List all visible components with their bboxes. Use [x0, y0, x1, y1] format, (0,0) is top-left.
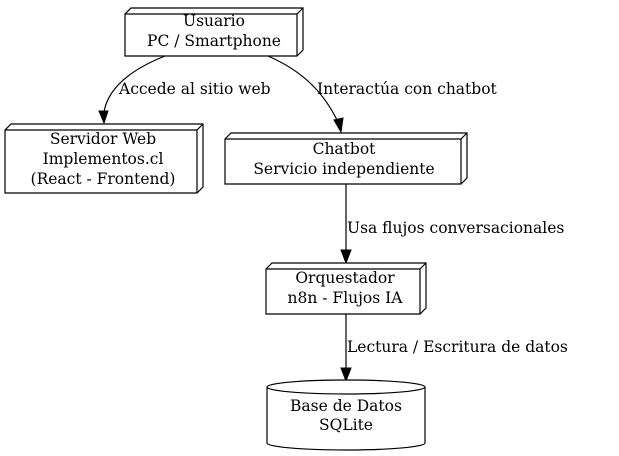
node-chatbot-line1: Chatbot [313, 140, 377, 158]
edge-usuario-chatbot [267, 55, 344, 134]
node-usuario-line2: PC / Smartphone [147, 32, 281, 50]
node-usuario-line1: Usuario [183, 12, 245, 30]
edge-orquestador-base [340, 314, 352, 383]
node-orquestador-line2: n8n - Flujos IA [288, 289, 404, 307]
node-usuario: Usuario PC / Smartphone [124, 7, 304, 57]
edge-label-interactua: Interactúa con chatbot [317, 80, 498, 98]
node-base-line2: SQLite [319, 416, 373, 434]
node-base-line1: Base de Datos [290, 397, 402, 415]
edge-usuario-servidor [98, 55, 166, 125]
node-servidor-line1: Servidor Web [50, 130, 156, 148]
node-servidor-line3: (React - Frontend) [31, 170, 176, 188]
node-orquestador-line1: Orquestador [295, 269, 395, 287]
node-base-de-datos: Base de Datos SQLite [266, 379, 426, 451]
node-servidor-web: Servidor Web Implementos.cl (React - Fro… [4, 123, 204, 194]
edge-label-accede: Accede al sitio web [118, 80, 271, 98]
edge-chatbot-orquestador [340, 184, 352, 265]
node-chatbot: Chatbot Servicio independiente [224, 132, 468, 185]
edge-label-lectura: Lectura / Escritura de datos [347, 338, 568, 356]
node-chatbot-line2: Servicio independiente [253, 160, 434, 178]
node-orquestador: Orquestador n8n - Flujos IA [265, 262, 427, 315]
node-servidor-line2: Implementos.cl [43, 150, 164, 168]
edge-label-usa-flujos: Usa flujos conversacionales [347, 219, 564, 237]
